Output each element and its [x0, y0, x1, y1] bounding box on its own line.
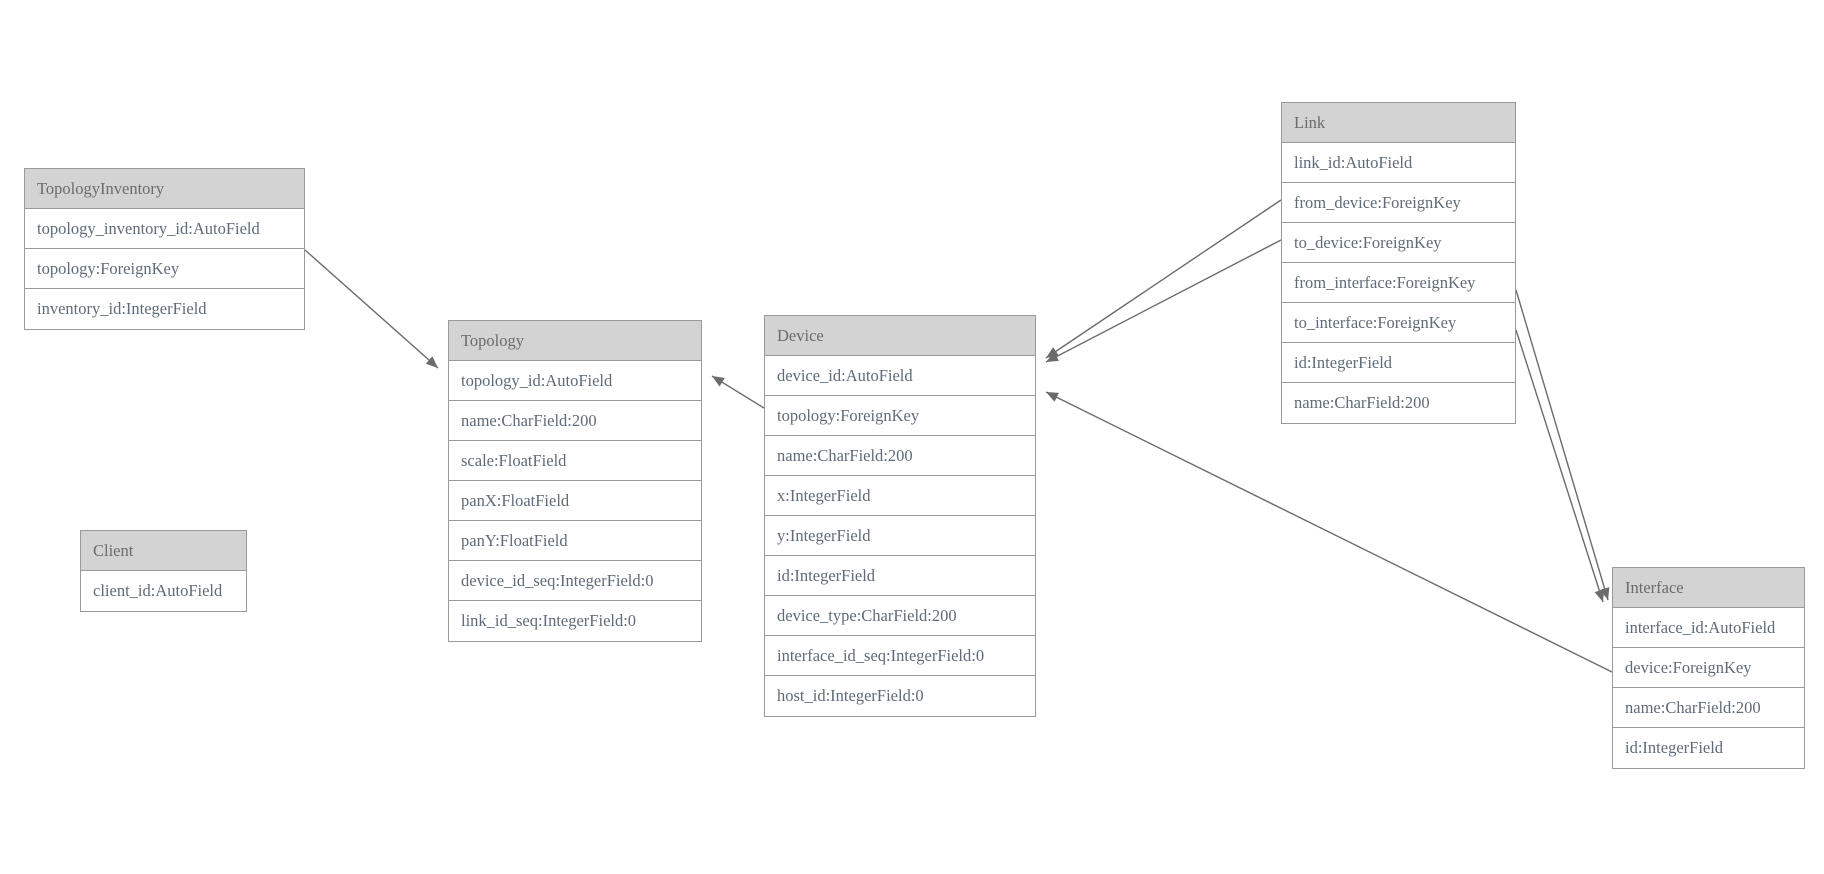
field-client-id: client_id:AutoField	[81, 571, 246, 611]
field-topology-panx: panX:FloatField	[449, 481, 701, 521]
entity-topologyinventory[interactable]: TopologyInventory topology_inventory_id:…	[24, 168, 305, 330]
edge-topologyinventory-topology	[304, 249, 439, 369]
field-link-id-integer: id:IntegerField	[1282, 343, 1515, 383]
edge-link-to-device	[1045, 239, 1282, 363]
entity-device[interactable]: Device device_id:AutoField topology:Fore…	[764, 315, 1036, 717]
field-topology-name: name:CharField:200	[449, 401, 701, 441]
field-topology-scale: scale:FloatField	[449, 441, 701, 481]
entity-link[interactable]: Link link_id:AutoField from_device:Forei…	[1281, 102, 1516, 424]
field-device-y: y:IntegerField	[765, 516, 1035, 556]
field-device-name: name:CharField:200	[765, 436, 1035, 476]
entity-interface[interactable]: Interface interface_id:AutoField device:…	[1612, 567, 1805, 769]
field-interface-id-integer: id:IntegerField	[1613, 728, 1804, 768]
field-device-type: device_type:CharField:200	[765, 596, 1035, 636]
field-device-id: device_id:AutoField	[765, 356, 1035, 396]
field-link-to-device: to_device:ForeignKey	[1282, 223, 1515, 263]
field-topology-link-id-seq: link_id_seq:IntegerField:0	[449, 601, 701, 641]
field-topology-fk: topology:ForeignKey	[25, 249, 304, 289]
field-topology-id: topology_id:AutoField	[449, 361, 701, 401]
field-topology-pany: panY:FloatField	[449, 521, 701, 561]
entity-title-interface: Interface	[1613, 568, 1804, 608]
field-device-x: x:IntegerField	[765, 476, 1035, 516]
edge-link-to-interface	[1515, 329, 1605, 603]
entity-title-client: Client	[81, 531, 246, 571]
field-topology-inventory-id: topology_inventory_id:AutoField	[25, 209, 304, 249]
entity-title-device: Device	[765, 316, 1035, 356]
field-interface-id: interface_id:AutoField	[1613, 608, 1804, 648]
field-topology-device-id-seq: device_id_seq:IntegerField:0	[449, 561, 701, 601]
field-link-from-interface: from_interface:ForeignKey	[1282, 263, 1515, 303]
field-device-host-id: host_id:IntegerField:0	[765, 676, 1035, 716]
entity-title-link: Link	[1282, 103, 1515, 143]
field-device-interface-id-seq: interface_id_seq:IntegerField:0	[765, 636, 1035, 676]
field-device-topology-fk: topology:ForeignKey	[765, 396, 1035, 436]
entity-client[interactable]: Client client_id:AutoField	[80, 530, 247, 612]
edge-device-topology	[711, 375, 765, 409]
edge-link-from-interface	[1515, 289, 1610, 601]
field-link-id: link_id:AutoField	[1282, 143, 1515, 183]
field-interface-device-fk: device:ForeignKey	[1613, 648, 1804, 688]
field-link-to-interface: to_interface:ForeignKey	[1282, 303, 1515, 343]
entity-title-topologyinventory: TopologyInventory	[25, 169, 304, 209]
field-link-name: name:CharField:200	[1282, 383, 1515, 423]
field-link-from-device: from_device:ForeignKey	[1282, 183, 1515, 223]
entity-topology[interactable]: Topology topology_id:AutoField name:Char…	[448, 320, 702, 642]
entity-title-topology: Topology	[449, 321, 701, 361]
field-device-id-integer: id:IntegerField	[765, 556, 1035, 596]
edge-interface-device	[1045, 391, 1613, 673]
field-interface-name: name:CharField:200	[1613, 688, 1804, 728]
edge-link-from-device	[1045, 199, 1282, 359]
field-inventory-id: inventory_id:IntegerField	[25, 289, 304, 329]
